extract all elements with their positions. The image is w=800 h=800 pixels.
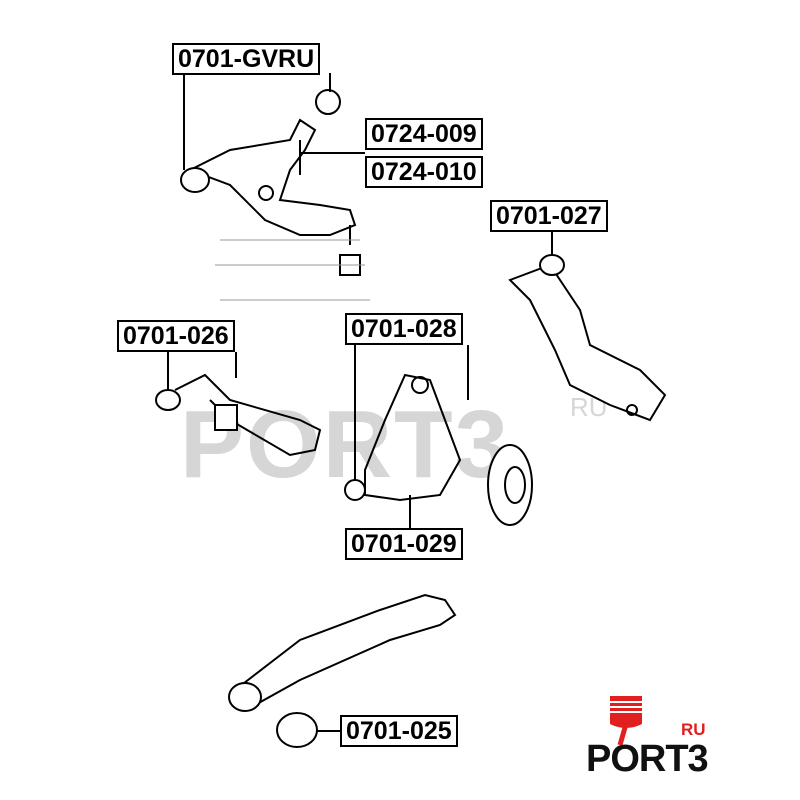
part-label-0701-025[interactable]: 0701-025 [340, 715, 458, 747]
logo-text: PORT3 [586, 738, 709, 780]
part-label-0701-gvru[interactable]: 0701-GVRU [172, 43, 321, 75]
part-label-0701-026[interactable]: 0701-026 [117, 320, 235, 352]
trailing-arm-025 [228, 593, 457, 748]
lower-arm-027 [508, 254, 667, 422]
piston-icon [610, 696, 642, 746]
part-label-0724-010[interactable]: 0724-010 [365, 156, 483, 188]
logo-suffix: RU [681, 720, 706, 739]
knuckle-hub [344, 373, 533, 526]
part-label-0701-029[interactable]: 0701-029 [345, 528, 463, 560]
port3-logo: RU PORT3 [586, 690, 726, 780]
part-label-0701-027[interactable]: 0701-027 [490, 200, 608, 232]
upper-control-arm [180, 89, 370, 301]
part-label-0724-009[interactable]: 0724-009 [365, 118, 483, 150]
part-label-0701-028[interactable]: 0701-028 [345, 313, 463, 345]
leader-lines [167, 73, 553, 732]
lateral-link-026 [155, 373, 322, 457]
